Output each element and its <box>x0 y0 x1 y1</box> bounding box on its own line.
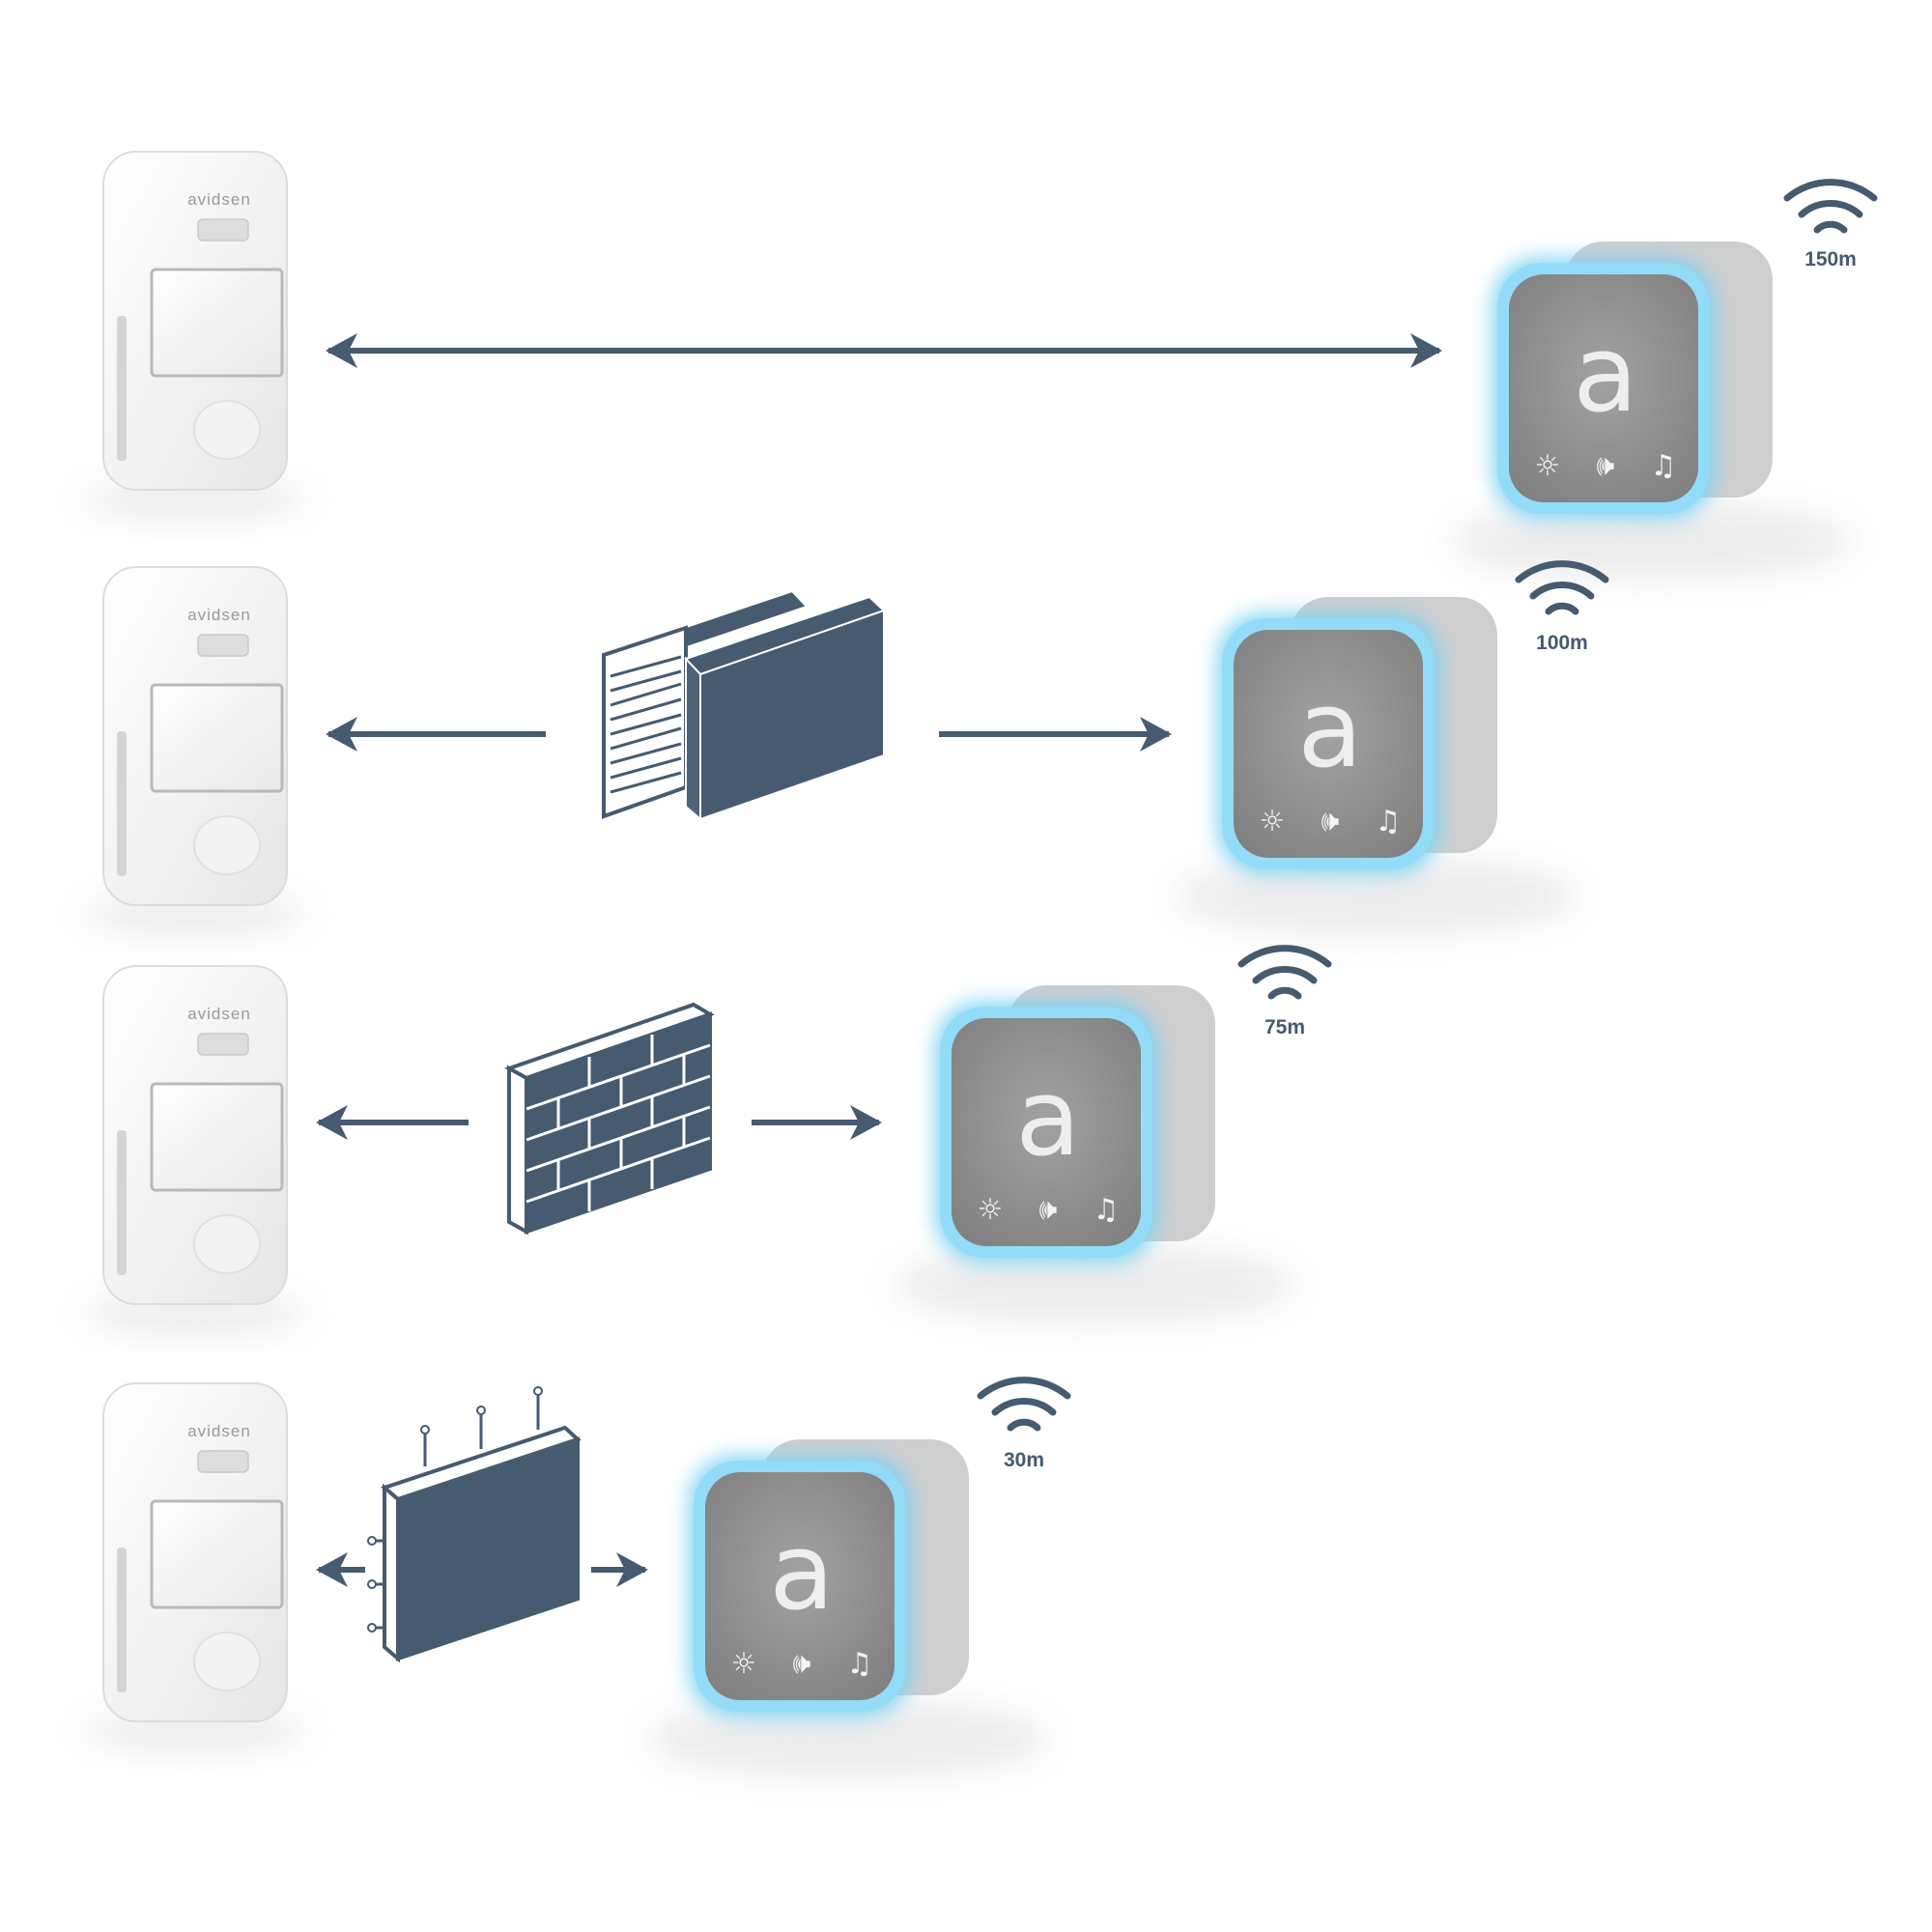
range-label: 100m <box>1536 632 1588 654</box>
doorbell-pushbutton: avidsen <box>79 152 311 517</box>
chime-receiver: a ☼ 🕪 ♫ <box>1174 597 1579 935</box>
chime-receiver: a ☼ 🕪 ♫ <box>1449 242 1855 580</box>
range-label: 150m <box>1804 248 1857 270</box>
receiver-logo: a <box>1297 668 1362 791</box>
row-75m: avidsen a ☼ 🕪 ♫ 75m <box>79 945 1332 1331</box>
panel-icon <box>602 589 886 822</box>
melody-icon: ♫ <box>1376 805 1402 838</box>
brick-wall-icon <box>504 1002 715 1236</box>
volume-icon: 🕪 <box>1321 805 1340 838</box>
doorbell-pushbutton: avidsen <box>79 567 311 932</box>
volume-icon: 🕪 <box>793 1647 811 1681</box>
range-label: 30m <box>1004 1449 1044 1471</box>
receiver-logo: a <box>769 1510 834 1634</box>
reinforced-wall-icon <box>367 1386 582 1663</box>
brand-label: avidsen <box>187 1005 251 1023</box>
row-30m: avidsen a ☼ 🕪 ♫ <box>79 1377 1071 1777</box>
brand-label: avidsen <box>187 606 251 624</box>
wifi-signal-icon <box>977 1377 1071 1432</box>
receiver-logo: a <box>1015 1056 1080 1179</box>
brightness-icon: ☼ <box>731 1647 757 1681</box>
range-label: 75m <box>1264 1016 1305 1038</box>
chime-receiver: a ☼ 🕪 ♫ <box>892 985 1297 1323</box>
doorbell-pushbutton: avidsen <box>79 1383 311 1748</box>
wifi-signal-icon <box>1237 945 1332 1000</box>
melody-icon: ♫ <box>847 1647 873 1681</box>
chime-receiver: a ☼ 🕪 ♫ <box>645 1439 1051 1777</box>
volume-icon: 🕪 <box>1597 449 1615 483</box>
receiver-logo: a <box>1573 312 1637 436</box>
melody-icon: ♫ <box>1651 449 1677 483</box>
brand-label: avidsen <box>187 1422 251 1440</box>
melody-icon: ♫ <box>1094 1193 1120 1227</box>
wifi-signal-icon <box>1783 179 1878 234</box>
doorbell-pushbutton: avidsen <box>79 966 311 1331</box>
row-150m: avidsen a ☼ 🕪 ♫ 150m <box>79 152 1878 580</box>
brightness-icon: ☼ <box>1535 449 1561 483</box>
wifi-signal-icon <box>1515 560 1609 615</box>
row-100m: avidsen a ☼ 🕪 ♫ 100m <box>79 560 1609 935</box>
volume-icon: 🕪 <box>1039 1193 1058 1227</box>
brand-label: avidsen <box>187 190 251 209</box>
brightness-icon: ☼ <box>978 1193 1004 1227</box>
brightness-icon: ☼ <box>1260 805 1286 838</box>
